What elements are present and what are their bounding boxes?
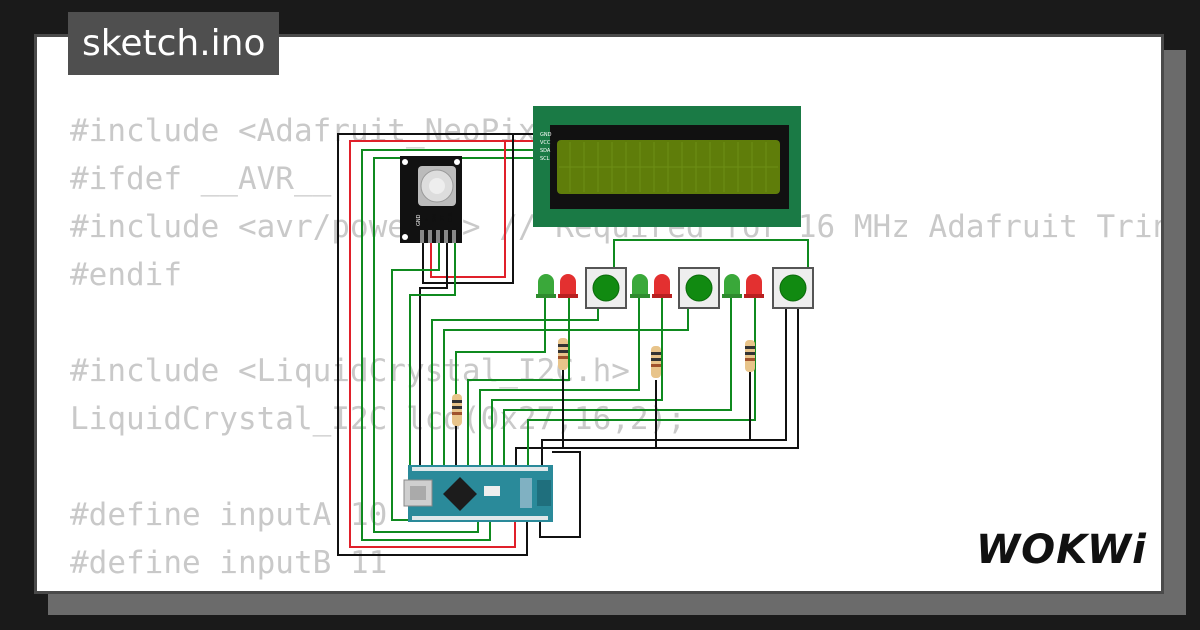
wire-enc-gnd [422,134,514,284]
led-red-3 [744,274,764,298]
wire-enc-dt [419,243,448,468]
wire-led3 [479,298,640,468]
wire-gnd [337,133,540,556]
lcd-display[interactable]: GND VCC SDA SCL [533,106,801,227]
wokwi-logo: WOKWi [976,527,1147,573]
resistor [651,346,661,378]
code-line: #ifdef __AVR__ [70,161,332,197]
code-line: #endif [70,257,182,293]
led-red-1 [558,274,578,298]
encoder-pin-label: SW [432,214,438,222]
resistor [452,394,462,426]
wire-enc-clk [409,243,456,515]
wire-btn-top [613,239,809,268]
led-red-2 [652,274,672,298]
resistor [558,338,568,370]
push-button-3[interactable] [772,267,814,309]
lcd-pin-label: SCL [540,156,550,162]
encoder-pin-label: DT [440,214,446,222]
wire-enc-vcc [430,141,506,278]
wire-btn2 [443,308,689,468]
wire-right [539,451,581,538]
file-tab[interactable]: sketch.ino [68,12,280,75]
wire-led2 [467,298,570,468]
svg-text:GND: GND [416,214,422,226]
arduino-nano[interactable] [403,465,553,522]
wire-enc-sw [391,243,440,521]
encoder-pin-label: GND [416,210,422,222]
wire-btn1 [431,308,599,468]
resistor [745,340,755,372]
encoder-pin-label: + [424,218,430,222]
wire-vcc [349,140,540,548]
led-green-2 [630,274,650,298]
lcd-pin-label: VCC [540,140,551,146]
wire-btn3 [541,308,787,468]
resistor-group [452,338,755,426]
wire-sda [361,149,540,541]
led-green-3 [722,274,742,298]
lcd-pin-label: SDA [540,148,551,154]
push-button-1[interactable] [585,267,627,309]
led-group [536,274,764,298]
push-button-2[interactable] [678,267,720,309]
code-line: #define inputB 11 [70,545,388,581]
rotary-encoder[interactable]: GND + SW DT CLK GND [400,156,462,243]
wire-led1 [455,298,546,468]
code-line: #define inputA 10 [70,497,388,533]
wire-led4 [491,298,663,468]
led-green-1 [536,274,556,298]
lcd-pin-label: GND [540,132,552,138]
wire-led5 [503,298,732,468]
encoder-pin-label: CLK [448,212,454,222]
